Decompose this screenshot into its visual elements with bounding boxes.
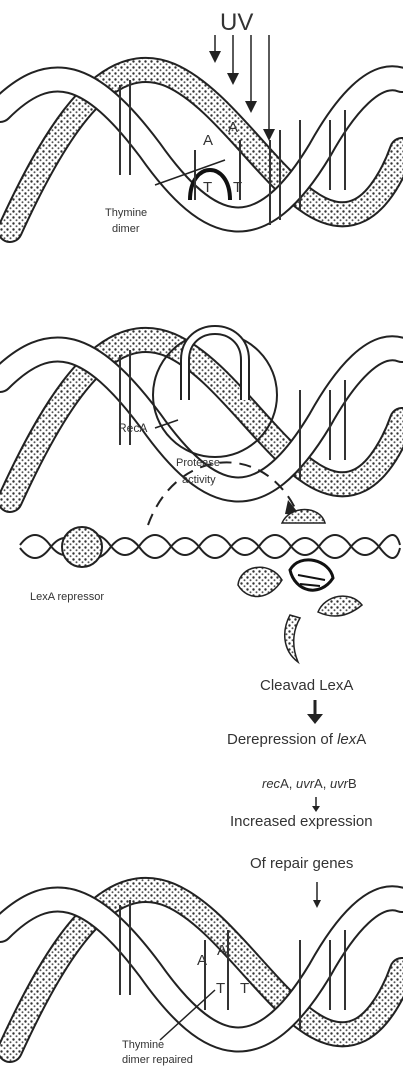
dna-helix-damaged (0, 70, 402, 230)
dna-helix-repaired (0, 890, 402, 1050)
bottom-base-a-1: A (197, 952, 207, 969)
step-arrow-2 (312, 797, 320, 812)
base-t-2: T (233, 179, 242, 196)
base-a-2: A (228, 119, 238, 136)
lexa-repressor (62, 527, 102, 567)
lexa-repressor-label: LexA repressor (30, 591, 104, 603)
bottom-base-a-2: A (217, 942, 227, 959)
protease-label-line1: Protease (176, 457, 220, 469)
base-a-1: A (203, 132, 213, 149)
bottom-base-t-1: T (216, 980, 225, 997)
thymine-dimer-label-line2: dimer (112, 223, 140, 235)
step-cleaved-lexa: Cleavad LexA (260, 677, 353, 694)
dimer-repaired-label-line2: dimer repaired (122, 1054, 193, 1066)
step-increased-expression: Increased expression (230, 813, 373, 830)
step-of-repair-genes: Of repair genes (250, 855, 353, 872)
thymine-dimer-label-line1: Thymine (105, 207, 147, 219)
step-repair-genes-list: recA, uvrA, uvrB (262, 776, 357, 791)
step-derepression: Derepression of lexA (227, 731, 366, 748)
base-t-1: T (203, 179, 212, 196)
dimer-repaired-label-line1: Thymine (122, 1039, 164, 1051)
protease-label-line2: activity (182, 474, 216, 486)
step-arrow-3 (313, 882, 321, 908)
reca-label: RecA (118, 421, 147, 435)
bottom-base-t-2: T (240, 980, 249, 997)
cleaved-lexa-fragments (238, 560, 362, 662)
uv-label: UV (220, 9, 253, 36)
step-arrow-1 (307, 700, 323, 724)
